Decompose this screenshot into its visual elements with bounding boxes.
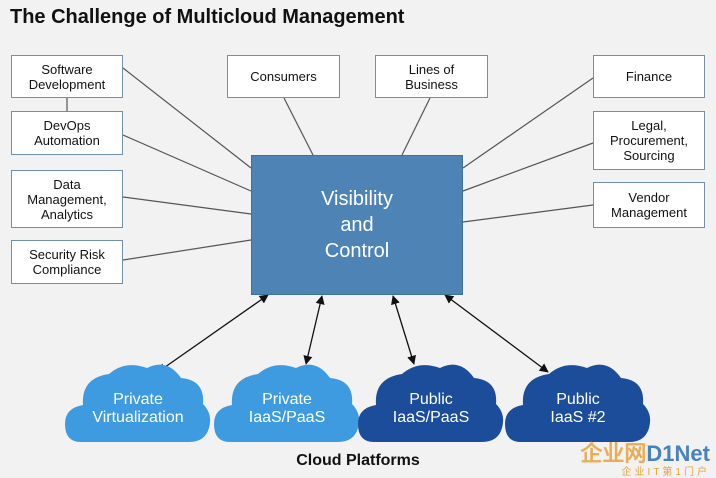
connector-software-development (122, 67, 252, 169)
cloud-private-virtualization: Private Virtualization (63, 358, 213, 448)
watermark-text: 企业网 (580, 441, 647, 466)
cloud-icon (65, 364, 211, 442)
box-software-development: Software Development (11, 55, 123, 98)
arrow-public-iaas (391, 295, 416, 365)
box-security-risk: Security Risk Compliance (11, 240, 123, 284)
box-consumers: Consumers (227, 55, 340, 98)
cloud-icon (505, 364, 651, 442)
box-devops-automation: DevOps Automation (11, 111, 123, 155)
cloud-label: Private IaaS/PaaS (248, 391, 326, 426)
connector-security (122, 239, 252, 261)
arrow-public-iaas-2 (444, 294, 549, 373)
cloud-icon (214, 364, 360, 442)
connector-vendor (462, 204, 594, 223)
cloud-platforms-caption: Cloud Platforms (296, 452, 420, 469)
watermark-logo: 企业网D1Net (580, 436, 710, 468)
connector-data-management (122, 196, 252, 215)
connector-legal (462, 142, 594, 192)
connector-lines-of-business (401, 97, 431, 156)
connector-finance (462, 77, 594, 169)
cloud-icon (358, 364, 504, 442)
box-data-management: Data Management, Analytics (11, 170, 123, 228)
page-title: The Challenge of Multicloud Management (10, 6, 405, 28)
connector-consumers (283, 97, 314, 156)
box-legal-procurement: Legal, Procurement, Sourcing (593, 111, 705, 170)
cloud-label: Public IaaS/PaaS (392, 391, 470, 426)
connector-devops (122, 134, 252, 192)
cloud-label: Public IaaS #2 (550, 391, 606, 426)
box-vendor-management: Vendor Management (593, 182, 705, 228)
box-finance: Finance (593, 55, 705, 98)
cloud-public-iaas-paas: Public IaaS/PaaS (356, 358, 506, 448)
arrow-private-virtualization (157, 294, 269, 373)
cloud-label: Private Virtualization (92, 391, 184, 426)
cloud-public-iaas-2: Public IaaS #2 (503, 358, 653, 448)
watermark-brand: D1Net (646, 441, 710, 466)
watermark-subtitle: 企业IT第1门户 (621, 467, 710, 478)
visibility-control-box: Visibility and Control (251, 155, 463, 295)
cloud-private-iaas-paas: Private IaaS/PaaS (212, 358, 362, 448)
box-lines-of-business: Lines of Business (375, 55, 488, 98)
arrow-private-iaas (303, 295, 325, 365)
